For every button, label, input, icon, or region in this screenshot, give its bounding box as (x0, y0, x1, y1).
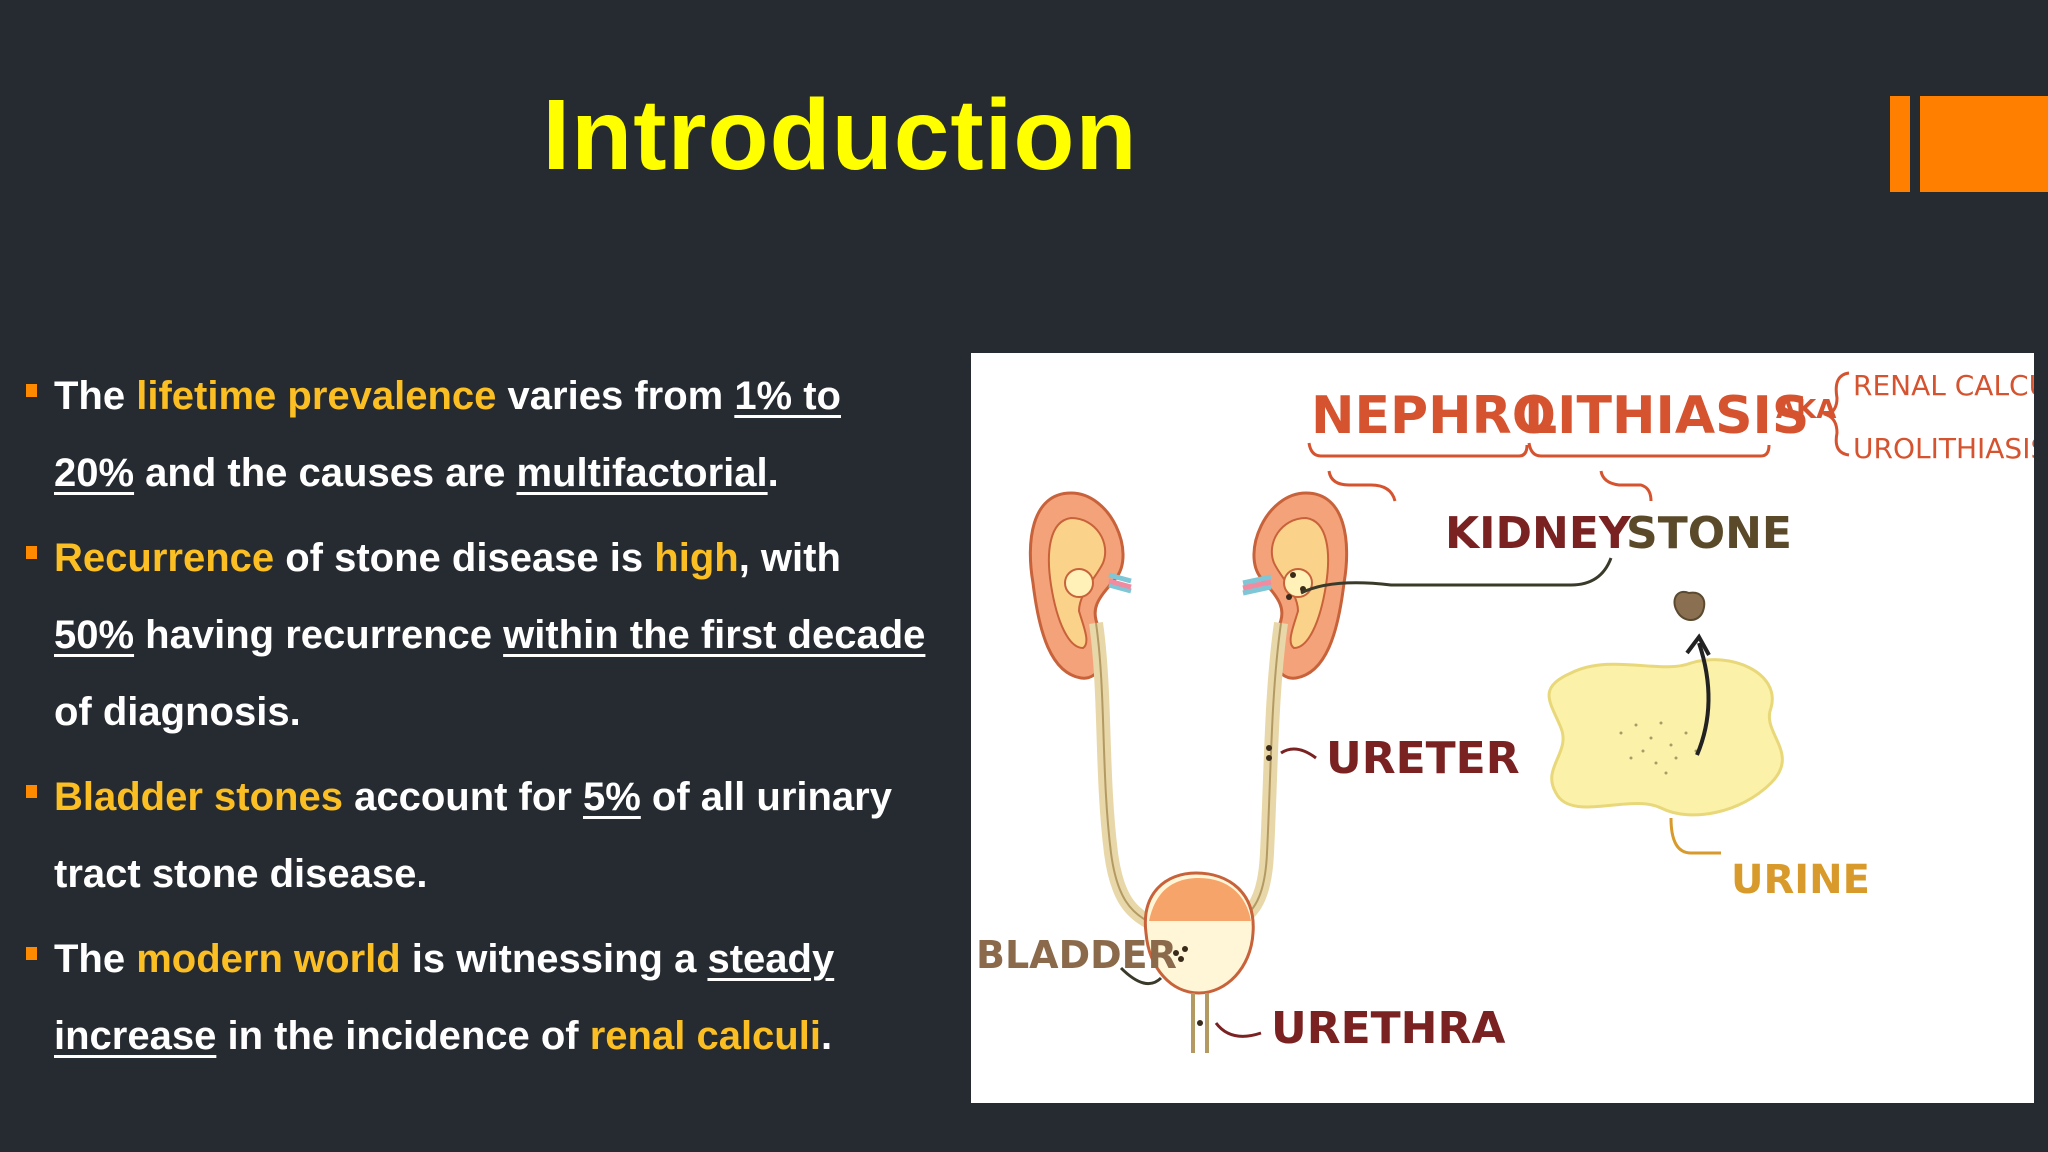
bullet-text-segment: . (767, 451, 779, 495)
bullet-marker-icon (26, 785, 37, 798)
urine-label: URINE (1731, 857, 1870, 903)
bullet-text-segment: of stone disease is (274, 536, 655, 580)
bullet-text-segment: Bladder stones (54, 775, 343, 819)
bullet-item: Recurrence of stone disease is high, wit… (26, 520, 926, 751)
aka-renal-calculi: RENAL CALCULI (1853, 369, 2034, 402)
bladder-icon (1143, 871, 1255, 1053)
urethra-label: URETHRA (1271, 1003, 1505, 1054)
bladder-label: BLADDER (976, 933, 1177, 977)
bullet-marker-icon (26, 384, 37, 397)
bullet-text-segment: account for (342, 775, 583, 819)
bullet-text-segment: Recurrence (54, 536, 275, 580)
heading-nephro: NEPHRO (1311, 386, 1556, 446)
bullet-marker-icon (26, 947, 37, 960)
bullet-text-segment: high (654, 536, 739, 580)
bullet-marker-icon (26, 546, 37, 559)
bullet-text-segment: The (54, 937, 137, 981)
bullet-text-segment: , with (738, 536, 841, 580)
accent-bar-thin (1890, 96, 1910, 192)
bullet-text-segment: varies from (496, 374, 735, 418)
bullet-text-segment: in the incidence of (216, 1014, 590, 1058)
stone-icon (1673, 590, 1706, 621)
heading-lithiasis: LITHIASIS (1524, 386, 1809, 446)
bullet-text-segment: of all urinary tract stone disease. (54, 775, 892, 896)
slide-title: Introduction (542, 79, 1138, 191)
bullet-text-segment: of diagnosis. (54, 690, 301, 734)
ureter-label: URETER (1326, 733, 1520, 784)
bullet-item: The lifetime prevalence varies from 1% t… (26, 358, 926, 512)
bullet-list: The lifetime prevalence varies from 1% t… (26, 358, 926, 1083)
bullet-text-segment: 5% (583, 775, 641, 819)
bullet-text-segment: 1% to 20% (54, 374, 841, 495)
bullet-text-segment: steady increase (54, 937, 835, 1058)
bullet-item: The modern world is witnessing a steady … (26, 921, 926, 1075)
stone-label: STONE (1626, 508, 1792, 559)
bullet-text-segment: 50% (54, 613, 135, 657)
bullet-text-segment: renal calculi (589, 1014, 821, 1058)
bullet-text-segment: is witnessing a (400, 937, 708, 981)
urine-puddle-icon (1547, 658, 1784, 817)
nephrolithiasis-illustration: NEPHRO LITHIASIS AKA RENAL CALCULI UROLI… (971, 353, 2034, 1103)
bullet-text-segment: The (54, 374, 137, 418)
bullet-text-segment: and the causes are (134, 451, 517, 495)
bullet-item: Bladder stones account for 5% of all uri… (26, 759, 926, 913)
accent-bar-thick (1920, 96, 2048, 192)
aka-label: AKA (1776, 395, 1836, 425)
bullet-text-segment: modern world (136, 937, 401, 981)
aka-urolithiasis: UROLITHIASIS (1853, 432, 2034, 465)
bullet-text-segment: within the first decade (503, 613, 926, 657)
bullet-text-segment: multifactorial (516, 451, 768, 495)
kidney-label: KIDNEY (1445, 508, 1632, 559)
bullet-text-segment: . (820, 1014, 833, 1058)
bullet-text-segment: having recurrence (134, 613, 504, 657)
bullet-text-segment: lifetime prevalence (136, 374, 497, 418)
left-kidney-icon (1028, 491, 1132, 680)
